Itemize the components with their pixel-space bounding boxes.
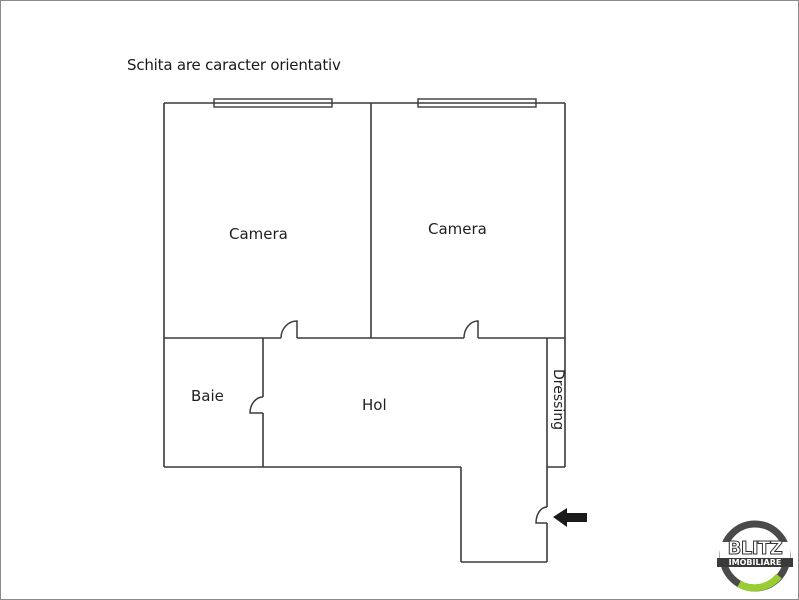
window-left — [213, 98, 333, 108]
logo-text-blitz: BLITZ — [727, 538, 783, 559]
blitz-imobiliare-logo: BLITZ IMOBILIARE — [717, 518, 793, 594]
disclaimer-title: Schita are caracter orientativ — [127, 56, 341, 74]
room-label-baie: Baie — [191, 387, 224, 405]
door-entrance — [535, 506, 548, 524]
room-label-hol: Hol — [362, 396, 387, 414]
logo-text-imobiliare: IMOBILIARE — [717, 558, 793, 567]
room-label-camera-2: Camera — [428, 220, 487, 238]
room-label-camera-1: Camera — [229, 225, 288, 243]
door-baie — [249, 396, 264, 414]
window-right — [417, 98, 537, 108]
entrance-arrow-icon — [553, 508, 587, 527]
room-label-dressing: Dressing — [550, 369, 566, 431]
walls — [163, 102, 566, 563]
door-camera-1 — [280, 320, 298, 339]
door-camera-2 — [463, 320, 479, 339]
